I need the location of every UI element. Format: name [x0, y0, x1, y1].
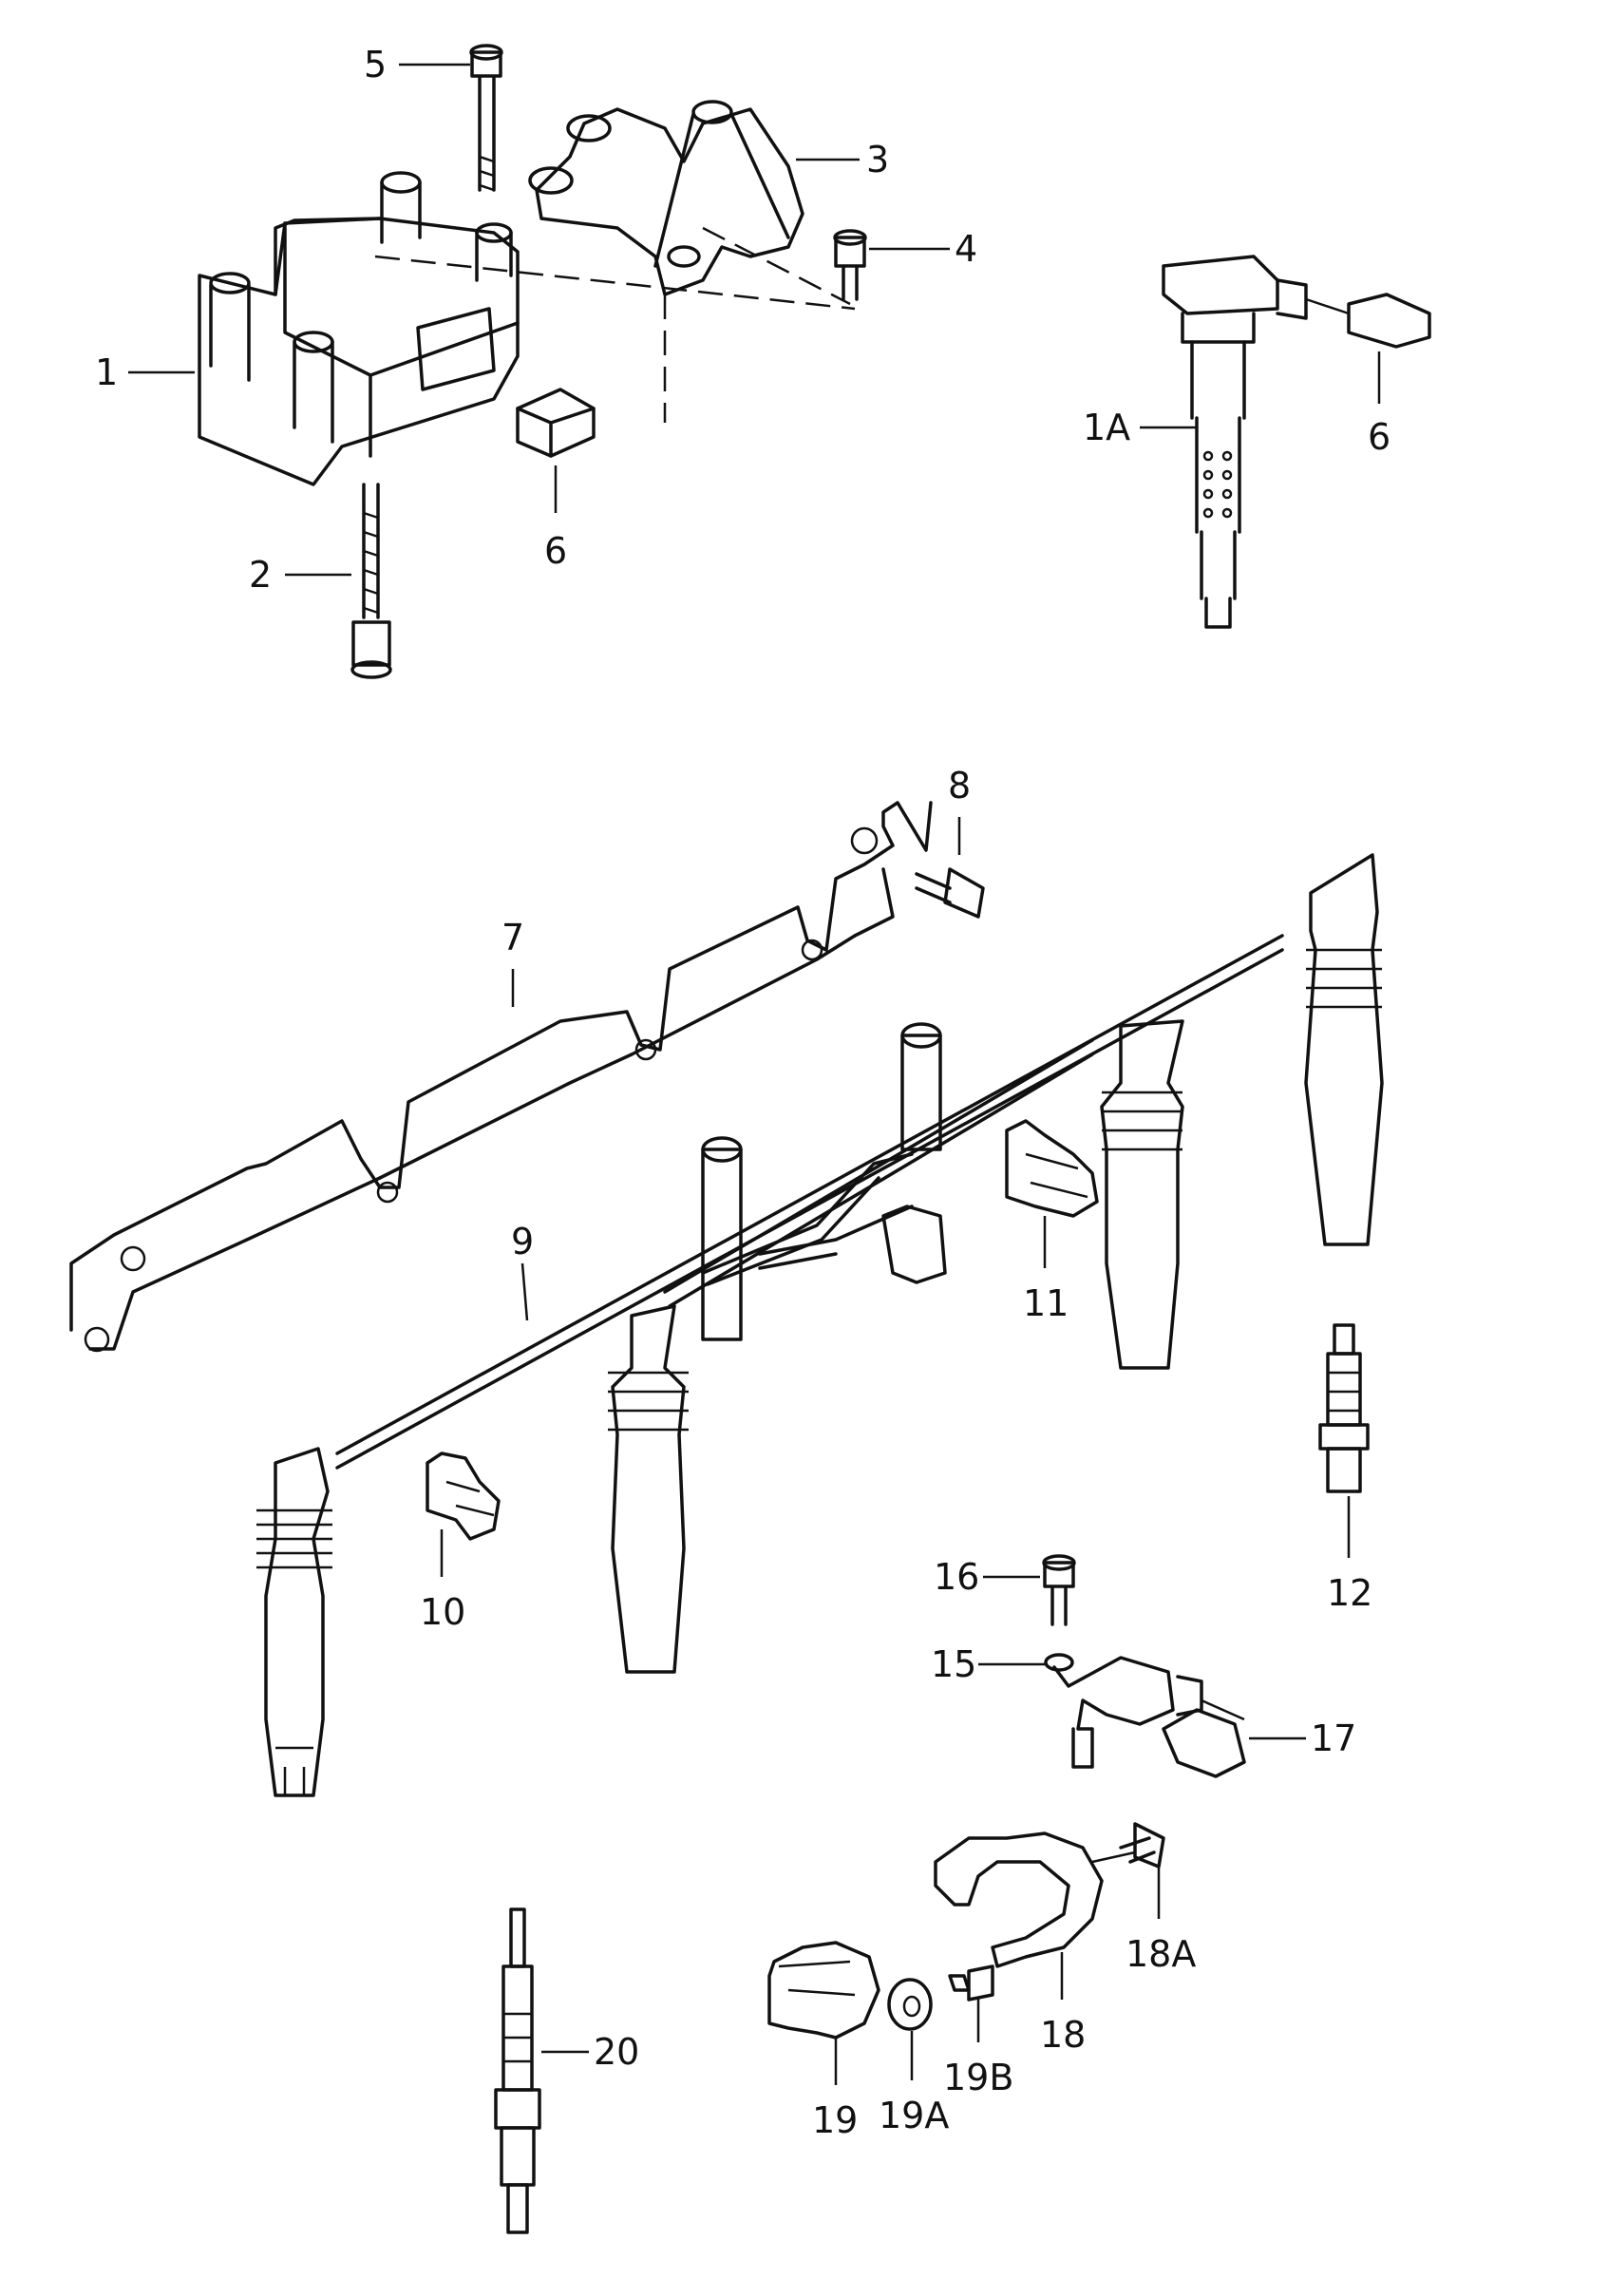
callout-11: 11	[1023, 1282, 1069, 1324]
callout-18A: 18A	[1126, 1933, 1196, 1975]
callout-5: 5	[364, 44, 387, 85]
callout-15: 15	[931, 1643, 976, 1685]
spark-plug-12	[1318, 1323, 1370, 1493]
ignition-leads-9	[256, 853, 1384, 1797]
callout-6-left: 6	[544, 530, 567, 572]
callout-6-right: 6	[1368, 416, 1390, 458]
callout-10: 10	[420, 1591, 465, 1633]
screw-2	[350, 483, 392, 679]
ring-19	[767, 1941, 994, 2040]
clip-10	[426, 1452, 501, 1541]
callout-19: 19	[812, 2099, 858, 2141]
rail-7	[69, 801, 933, 1353]
callout-19B: 19B	[943, 2057, 1013, 2098]
glow-plug-20	[494, 1907, 541, 2234]
callout-9: 9	[511, 1221, 534, 1262]
callout-19A: 19A	[879, 2095, 949, 2136]
callout-17: 17	[1311, 1717, 1356, 1759]
callout-1A: 1A	[1083, 407, 1130, 448]
callout-7: 7	[501, 917, 524, 958]
callout-18: 18	[1040, 2014, 1086, 2056]
callout-16: 16	[934, 1556, 979, 1598]
callout-3: 3	[866, 139, 889, 180]
callout-2: 2	[249, 554, 272, 596]
callout-20: 20	[594, 2031, 639, 2073]
callout-4: 4	[955, 228, 977, 270]
connector-6-left	[516, 388, 596, 458]
callout-labels: 1 1A 2 3 4 5 6 6 7 8 9 10 11 12 15 16 17…	[95, 44, 1390, 2141]
callout-1: 1	[95, 351, 118, 393]
callout-8: 8	[948, 765, 971, 806]
callout-12: 12	[1327, 1572, 1372, 1614]
bolt-8	[915, 867, 985, 919]
screw-5	[469, 44, 503, 192]
bolt-4	[833, 229, 867, 301]
leader-lines	[128, 63, 1381, 2085]
sensor-assembly	[1042, 1554, 1246, 1778]
bracket-3	[528, 100, 804, 296]
ignition-coil	[198, 171, 520, 486]
ignition-coil-1A	[1162, 255, 1431, 629]
clip-11	[1005, 1119, 1099, 1218]
